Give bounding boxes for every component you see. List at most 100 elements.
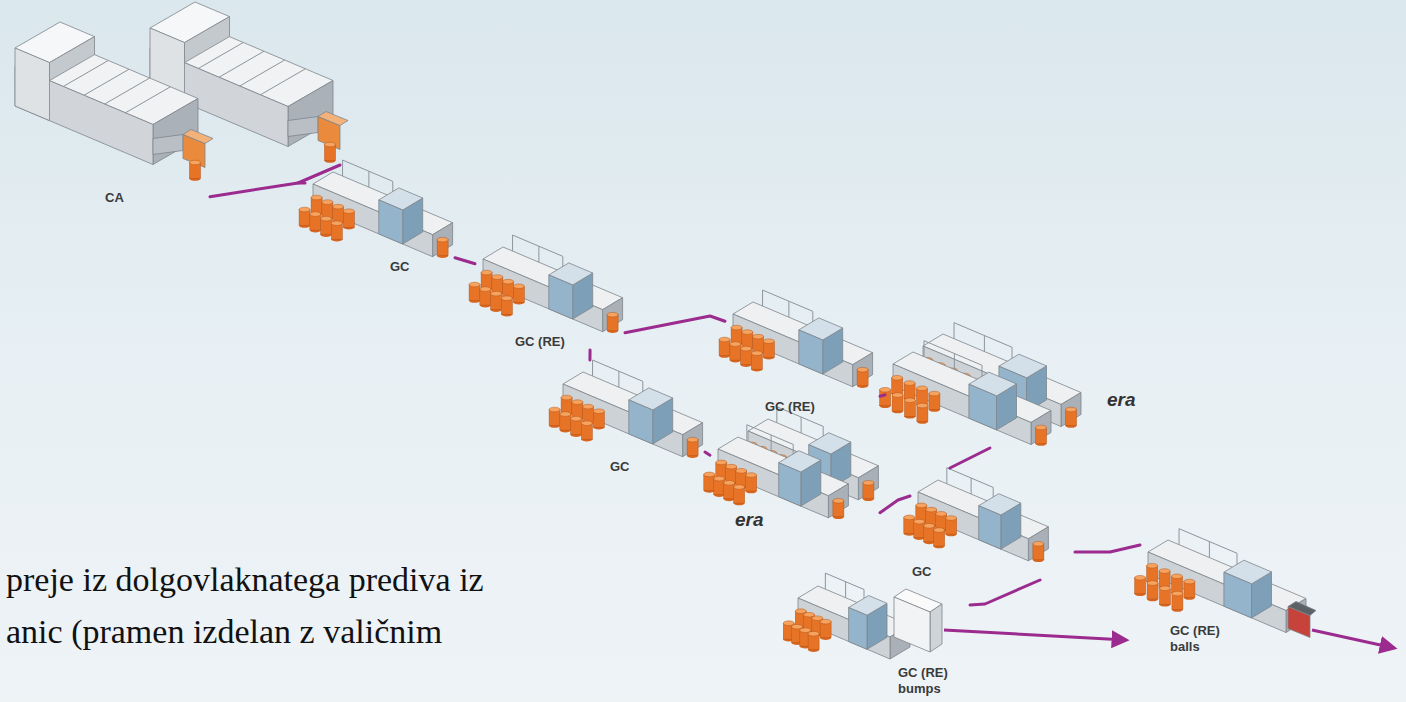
can-top	[914, 519, 925, 524]
flow-connector	[880, 395, 885, 396]
can-top	[804, 612, 815, 617]
can-top	[863, 481, 874, 486]
creel-post	[825, 573, 826, 589]
creel-post	[1209, 542, 1210, 558]
can-top	[820, 619, 831, 624]
machine-end	[683, 423, 703, 457]
machine-label: GC (RE)	[898, 665, 948, 681]
can-top	[607, 312, 618, 317]
card-hood-end	[50, 37, 95, 81]
can-top	[714, 476, 725, 481]
machine-label: GC	[390, 259, 410, 275]
can-top	[880, 387, 891, 392]
label-group: GC	[390, 259, 410, 275]
can-top	[792, 624, 803, 629]
machine-front	[893, 364, 1031, 445]
flow-connector	[588, 350, 591, 360]
can-top	[916, 503, 927, 508]
machine-front	[313, 184, 433, 257]
frame-machine	[904, 468, 1049, 562]
label-group: GC (RE)bumps	[898, 665, 948, 697]
bumps-machine	[783, 573, 942, 659]
machine-label: balls	[1170, 639, 1220, 655]
can-top	[1147, 563, 1158, 568]
creel-post	[801, 417, 802, 433]
can-top	[704, 472, 715, 477]
can-top	[719, 337, 730, 342]
can-top	[1172, 591, 1183, 596]
label-group: GC (RE)	[765, 399, 815, 415]
machine-label: GC (RE)	[765, 399, 815, 415]
can-top	[503, 279, 514, 284]
output-arrow	[944, 630, 1126, 640]
machine-end	[1061, 393, 1081, 427]
can-top	[808, 631, 819, 636]
machine-front	[1148, 552, 1286, 633]
flow-connector	[705, 452, 710, 455]
drafting-head	[799, 330, 823, 374]
can-top	[929, 391, 940, 396]
creel-post	[954, 323, 955, 339]
machine-label: GC (RE)	[1170, 623, 1220, 639]
card-rib	[240, 60, 285, 86]
creel-post	[771, 435, 772, 451]
creel-post	[984, 336, 985, 352]
card-delivery	[288, 117, 318, 137]
creel-post	[762, 290, 763, 306]
creel-post	[788, 301, 789, 317]
can-top	[904, 515, 915, 520]
can-top	[731, 325, 742, 330]
can-top	[1171, 574, 1182, 579]
can-top	[480, 287, 491, 292]
frame-machine	[299, 160, 453, 258]
machine-end	[1031, 411, 1051, 445]
drafting-head	[629, 400, 653, 444]
can-top	[311, 195, 322, 200]
can-top	[924, 524, 935, 529]
machine-node: GC (RE)balls	[1140, 530, 1345, 655]
machine-end	[828, 484, 848, 518]
drafting-head	[379, 200, 403, 244]
creel-post	[954, 354, 955, 370]
can-top	[581, 421, 592, 426]
card-rib	[125, 87, 170, 113]
can-top	[1159, 569, 1170, 574]
can-top	[795, 609, 806, 614]
output-arrow	[1312, 630, 1394, 648]
machine-label: GC (RE)	[515, 334, 565, 350]
flow-connector	[950, 448, 990, 468]
can-top	[724, 481, 735, 486]
label-group: GC	[610, 459, 630, 475]
machine-node: CA	[10, 20, 210, 210]
drafting-head	[849, 608, 867, 650]
can-top	[936, 512, 947, 517]
machine-label: CA	[105, 190, 124, 206]
can-top	[934, 528, 945, 533]
machine-node: GC	[910, 468, 1075, 580]
creel-post	[342, 160, 343, 176]
can-top	[491, 291, 502, 296]
card-machine	[150, 2, 348, 163]
can-top	[1066, 407, 1077, 412]
can-top	[310, 212, 321, 217]
can-top	[583, 404, 594, 409]
can-top	[572, 400, 583, 405]
text-line-box: preje iz dolgovlaknatega prediva iz	[6, 560, 484, 600]
creel-post	[924, 341, 925, 357]
can-top	[904, 381, 915, 386]
can-top	[946, 516, 957, 521]
drafting-head	[969, 384, 997, 430]
label-group: GC	[912, 564, 932, 580]
creel-rail	[947, 468, 993, 488]
can-top	[746, 473, 757, 478]
can-top	[1036, 425, 1047, 430]
can-top	[800, 628, 811, 633]
card-delivery	[153, 135, 183, 155]
machine-label: bumps	[898, 681, 948, 697]
can-top	[481, 270, 492, 275]
balling-unit-top	[1288, 602, 1316, 616]
can-top	[763, 339, 774, 344]
can-top	[734, 485, 745, 490]
creel-rail	[593, 360, 643, 381]
